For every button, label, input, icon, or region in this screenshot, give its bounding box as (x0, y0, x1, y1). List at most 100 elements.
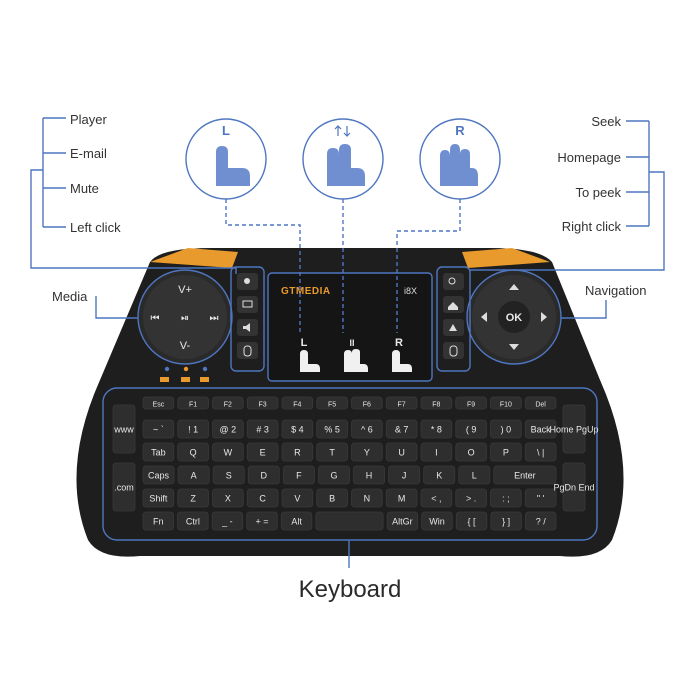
key-2-0[interactable]: Tab (142, 442, 175, 462)
key-2-7[interactable]: U (385, 442, 418, 462)
media-pad[interactable]: V+ V- ⏮ ⏯ ⏭ (137, 269, 233, 365)
key-3-5[interactable]: G (318, 465, 350, 485)
touchpad[interactable]: GTMEDIA i8X L II R (267, 272, 433, 382)
key-3-4[interactable]: F (282, 465, 315, 485)
key-1-8-label: * 8 (431, 425, 442, 435)
key-1-2[interactable]: @ 2 (212, 419, 244, 439)
scroll-arrows-icon (334, 125, 351, 137)
key-0-1-label: F1 (189, 402, 197, 409)
key-1-4-label: $ 4 (291, 425, 304, 435)
key-2-11[interactable]: \ | (524, 442, 557, 462)
key-4-8[interactable]: < , (420, 488, 453, 508)
key-3-6[interactable]: H (353, 465, 385, 485)
key-5-6[interactable]: AltGr (386, 511, 419, 531)
key-1-5[interactable]: % 5 (316, 419, 348, 439)
key-1-6[interactable]: ^ 6 (351, 419, 383, 439)
key-0-10[interactable]: F10 (490, 396, 522, 410)
key-4-7[interactable]: M (385, 488, 418, 508)
volume-up-label: V+ (178, 284, 192, 296)
key-4-2[interactable]: X (212, 488, 244, 508)
key-0-4[interactable]: F4 (281, 396, 314, 410)
touchpad-hand-right-icon (392, 350, 412, 372)
key-2-2[interactable]: W (212, 442, 244, 462)
key-0-6[interactable]: F6 (351, 396, 383, 410)
key-0-3[interactable]: F3 (246, 396, 279, 410)
key-4-3[interactable]: C (246, 488, 279, 508)
brand-logo: GTMEDIA (281, 286, 331, 297)
key-4-10[interactable]: : ; (490, 488, 522, 508)
key-1-0[interactable]: ~ ` (142, 419, 175, 439)
key-5-9[interactable]: } ] (490, 511, 522, 531)
key-1-11[interactable]: Back (524, 419, 557, 439)
key-0-11-label: Del (535, 402, 546, 409)
key-4-6[interactable]: N (351, 488, 383, 508)
key-3-2-label: S (226, 471, 232, 481)
key-1-9[interactable]: ( 9 (455, 419, 487, 439)
key-4-9[interactable]: > . (455, 488, 487, 508)
key-2-3[interactable]: E (246, 442, 279, 462)
side-left-key-1[interactable]: .com (112, 462, 136, 512)
navigation-pad[interactable]: OK (466, 269, 562, 365)
key-0-9[interactable]: F9 (455, 396, 487, 410)
mouse-left-icon (243, 345, 252, 357)
key-3-2[interactable]: S (212, 465, 245, 485)
left-click-button[interactable] (237, 342, 258, 359)
key-2-4-label: R (294, 448, 301, 458)
key-3-5-label: G (330, 471, 337, 481)
key-4-5[interactable]: B (316, 488, 348, 508)
key-2-8[interactable]: I (420, 442, 453, 462)
key-5-8[interactable]: { [ (455, 511, 488, 531)
key-1-3[interactable]: # 3 (246, 419, 279, 439)
key-3-0[interactable]: Caps (142, 465, 175, 485)
key-1-10[interactable]: ) 0 (490, 419, 522, 439)
key-4-3-label: C (259, 494, 266, 504)
key-3-7[interactable]: J (388, 465, 421, 485)
side-right-key-1[interactable]: PgDn End (553, 462, 595, 512)
callout-right-click: Right click (562, 219, 622, 234)
key-2-1[interactable]: Q (177, 442, 209, 462)
key-3-10[interactable]: Enter (493, 465, 557, 485)
key-0-2[interactable]: F2 (212, 396, 244, 410)
key-5-4[interactable]: Alt (280, 511, 313, 531)
side-right-key-0[interactable]: Home PgUp (549, 404, 599, 454)
key-1-4[interactable]: $ 4 (281, 419, 314, 439)
key-1-7[interactable]: & 7 (385, 419, 418, 439)
key-2-4[interactable]: R (281, 442, 314, 462)
key-4-4[interactable]: V (281, 488, 314, 508)
arrow-up-icon (509, 284, 519, 290)
key-5-0[interactable]: Fn (142, 511, 174, 531)
key-5-7[interactable]: Win (421, 511, 453, 531)
leader-navigation (561, 300, 607, 319)
key-3-9[interactable]: L (458, 465, 491, 485)
key-0-11[interactable]: Del (524, 396, 557, 410)
key-2-6[interactable]: Y (351, 442, 383, 462)
key-4-1[interactable]: Z (177, 488, 209, 508)
key-0-1[interactable]: F1 (177, 396, 209, 410)
key-0-5[interactable]: F5 (316, 396, 348, 410)
home-icon (448, 302, 458, 310)
key-0-8[interactable]: F8 (420, 396, 453, 410)
key-5-10[interactable]: ? / (525, 511, 557, 531)
key-4-11[interactable]: " ' (524, 488, 557, 508)
key-1-1[interactable]: ! 1 (177, 419, 209, 439)
key-0-0[interactable]: Esc (142, 396, 175, 410)
email-button[interactable] (237, 296, 258, 313)
seek-button[interactable] (443, 273, 464, 290)
key-3-8[interactable]: K (423, 465, 456, 485)
key-5-2[interactable]: _ - (211, 511, 244, 531)
key-5-5[interactable] (315, 511, 384, 531)
mute-icon (243, 323, 250, 332)
key-2-5[interactable]: T (316, 442, 348, 462)
key-2-9[interactable]: O (455, 442, 487, 462)
key-0-7[interactable]: F7 (385, 396, 418, 410)
key-5-1[interactable]: Ctrl (177, 511, 209, 531)
key-2-10[interactable]: P (490, 442, 522, 462)
right-click-button[interactable] (443, 342, 464, 359)
key-5-10-label: ? / (536, 517, 547, 527)
key-3-1[interactable]: A (177, 465, 210, 485)
key-4-0[interactable]: Shift (142, 488, 175, 508)
side-left-key-0[interactable]: www (112, 404, 136, 454)
key-5-3[interactable]: + = (246, 511, 278, 531)
key-1-8[interactable]: * 8 (420, 419, 453, 439)
key-3-3[interactable]: D (247, 465, 280, 485)
